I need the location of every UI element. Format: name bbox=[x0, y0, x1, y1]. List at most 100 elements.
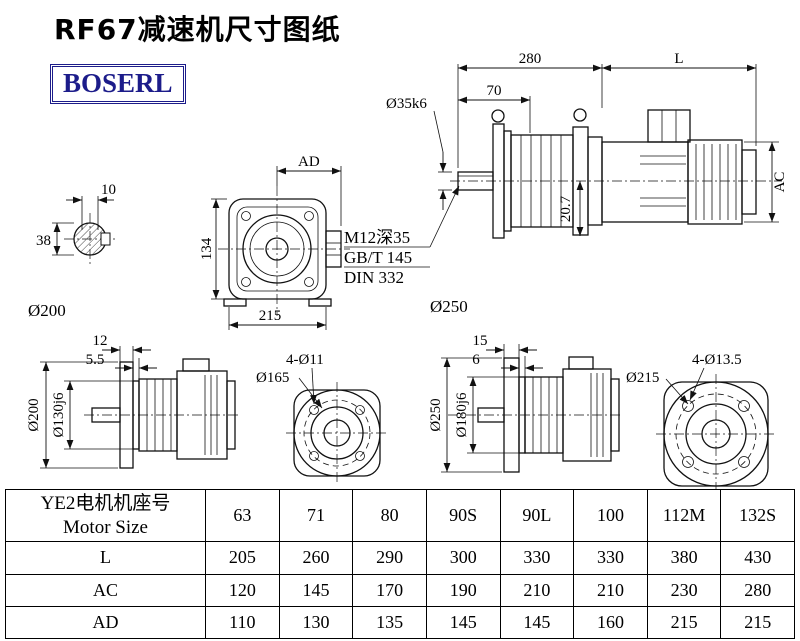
terminal-box bbox=[568, 356, 594, 370]
flange-outer-circle bbox=[293, 389, 381, 477]
size-col: 90L bbox=[499, 488, 575, 543]
dim-key-20-7: 20.7 bbox=[558, 195, 574, 222]
cell: 380 bbox=[646, 541, 722, 575]
cell: 120 bbox=[205, 573, 280, 607]
dim-15: 15 bbox=[473, 333, 488, 349]
cell: 290 bbox=[352, 541, 427, 575]
cell: 215 bbox=[720, 605, 795, 640]
size-col: 132S bbox=[720, 488, 795, 543]
brand-text: BOSERL bbox=[63, 68, 173, 98]
label-bolt-circle-165: Ø165 bbox=[256, 370, 289, 386]
bolt-hole bbox=[682, 400, 694, 412]
dim-keyway-width: 10 bbox=[101, 182, 116, 198]
brand-logo: BOSERL bbox=[50, 64, 186, 104]
bolt-hole bbox=[682, 456, 694, 468]
bore bbox=[323, 419, 351, 447]
view-shaft-section: 10 38 Ø200 bbox=[28, 182, 116, 320]
cell: 280 bbox=[720, 573, 795, 607]
cell: 130 bbox=[278, 605, 354, 640]
bore bbox=[701, 419, 731, 449]
cell: 145 bbox=[425, 605, 501, 640]
cell: 205 bbox=[205, 541, 280, 575]
terminal-box bbox=[647, 109, 691, 143]
note-standard-gbt: GB/T 145 bbox=[344, 248, 412, 267]
bolt-hole bbox=[738, 400, 750, 412]
cell: 145 bbox=[278, 573, 354, 607]
bolt-hole bbox=[355, 451, 365, 461]
cell: 210 bbox=[499, 573, 575, 607]
cell: 260 bbox=[278, 541, 354, 575]
keyway bbox=[100, 232, 111, 246]
label-holes-4x13-5: 4-Ø13.5 bbox=[692, 352, 742, 368]
dim-pilot-130: Ø130j6 bbox=[51, 392, 67, 438]
bolt-circle bbox=[675, 393, 757, 475]
eyebolt-front bbox=[491, 109, 505, 123]
view-flange-front-small: 4-Ø11 Ø165 bbox=[256, 352, 388, 484]
bearing-bore bbox=[242, 214, 312, 284]
size-col: 63 bbox=[205, 488, 280, 543]
view-side: 280 L 70 Ø35k6 AC 20.7 M12深35 GB/T 145 bbox=[344, 51, 788, 316]
dim-shaft-diameter: Ø35k6 bbox=[386, 96, 427, 112]
view-flange-side-large: 15 6 Ø250 Ø180j6 bbox=[428, 333, 622, 473]
cell: 210 bbox=[573, 573, 648, 607]
view-flange-front-large: 4-Ø13.5 Ø215 bbox=[626, 352, 776, 490]
header-cn: YE2电机机座号 bbox=[40, 492, 171, 514]
row-label: AC bbox=[5, 573, 206, 607]
side-boss bbox=[325, 230, 342, 268]
dim-L: L bbox=[674, 51, 683, 67]
dim-pilot-180: Ø180j6 bbox=[454, 392, 470, 438]
table-row-L: L 205 260 290 300 330 330 380 430 bbox=[5, 541, 795, 575]
cell: 135 bbox=[352, 605, 427, 640]
label-diameter-250: Ø250 bbox=[430, 297, 468, 316]
fan-end-cap bbox=[741, 149, 757, 215]
header-en: Motor Size bbox=[63, 516, 148, 538]
table-row-AC: AC 120 145 170 190 210 210 230 280 bbox=[5, 573, 795, 607]
label-bolt-circle-215: Ø215 bbox=[626, 370, 659, 386]
motor-size-table: YE2电机机座号 Motor Size 63 71 80 90S 90L 100… bbox=[5, 488, 795, 640]
flange-outer-circle bbox=[663, 381, 769, 487]
dim-6: 6 bbox=[472, 352, 480, 368]
label-holes-4x11: 4-Ø11 bbox=[286, 352, 324, 368]
size-col: 90S bbox=[425, 488, 501, 543]
bolt-hole bbox=[309, 405, 319, 415]
size-col: 100 bbox=[573, 488, 648, 543]
dim-flange-200: Ø200 bbox=[26, 398, 42, 431]
eyebolt-rear bbox=[573, 108, 587, 122]
cell: 230 bbox=[646, 573, 722, 607]
bolt-hole bbox=[309, 451, 319, 461]
size-col: 80 bbox=[352, 488, 427, 543]
dim-shaft-height: 38 bbox=[36, 233, 51, 249]
cell: 160 bbox=[573, 605, 648, 640]
label-diameter-200: Ø200 bbox=[28, 301, 66, 320]
dim-215: 215 bbox=[259, 308, 282, 324]
cell: 190 bbox=[425, 573, 501, 607]
bolt-hole bbox=[355, 405, 365, 415]
view-front: AD 134 215 bbox=[199, 154, 350, 330]
view-flange-side-small: 12 5.5 Ø200 Ø130j6 bbox=[26, 333, 240, 469]
row-label: AD bbox=[5, 605, 206, 640]
shaft-bore bbox=[265, 237, 289, 261]
table-header-row: YE2电机机座号 Motor Size 63 71 80 90S 90L 100… bbox=[5, 488, 795, 543]
table-row-AD: AD 110 130 135 145 145 160 215 215 bbox=[5, 605, 795, 640]
header-motor-size: YE2电机机座号 Motor Size bbox=[5, 488, 206, 543]
dim-134: 134 bbox=[199, 237, 215, 260]
dim-70: 70 bbox=[487, 83, 502, 99]
terminal-box bbox=[182, 358, 210, 372]
motor-body bbox=[601, 141, 689, 223]
cell: 330 bbox=[573, 541, 648, 575]
size-col: 112M bbox=[646, 488, 722, 543]
dim-5-5: 5.5 bbox=[86, 352, 105, 368]
foot-left bbox=[223, 298, 247, 307]
fan-end-cap bbox=[226, 380, 236, 450]
technical-drawing: 10 38 Ø200 A bbox=[26, 51, 788, 490]
note-standard-din: DIN 332 bbox=[344, 268, 404, 287]
dim-280: 280 bbox=[519, 51, 542, 67]
dim-AC: AC bbox=[772, 172, 788, 193]
note-tapped-hole: M12深35 bbox=[344, 228, 410, 247]
bolt-circle bbox=[303, 399, 371, 467]
cell: 145 bbox=[499, 605, 575, 640]
foot-right bbox=[308, 298, 332, 307]
fan-end-cap bbox=[610, 378, 620, 452]
dim-AD: AD bbox=[298, 154, 320, 170]
